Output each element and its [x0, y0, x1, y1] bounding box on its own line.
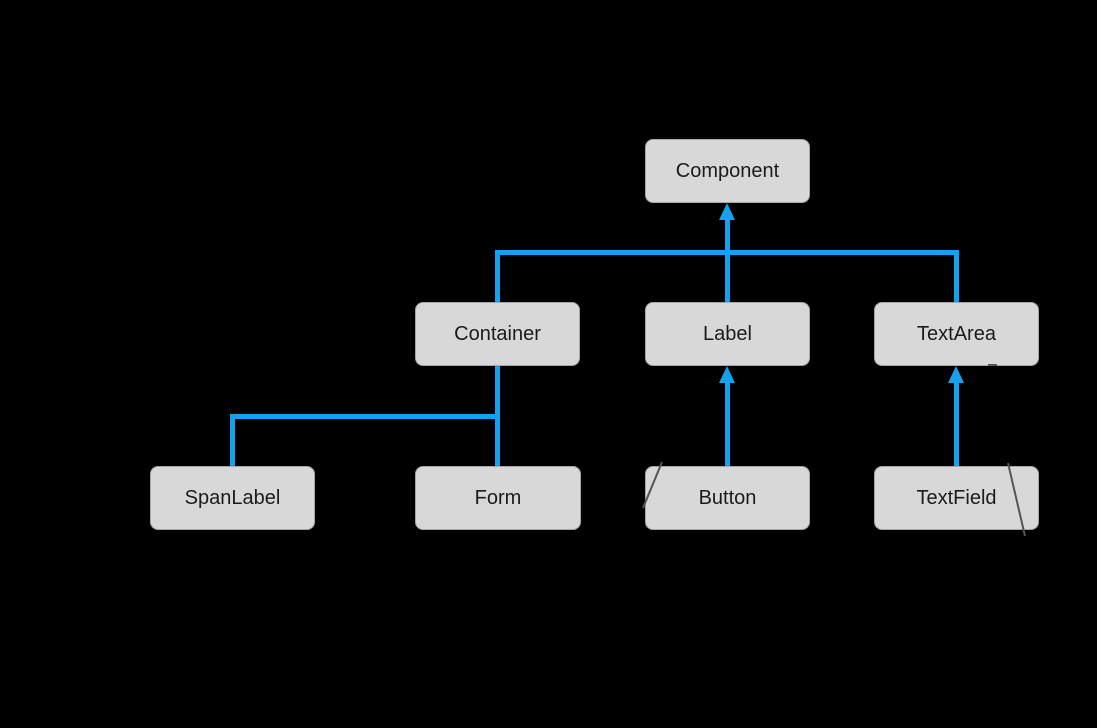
node-spanlabel: SpanLabel	[150, 466, 315, 530]
node-textarea: TextArea	[874, 302, 1039, 366]
arrowhead-textarea	[948, 366, 964, 383]
node-component: Component	[645, 139, 810, 203]
node-label: Label	[645, 302, 810, 366]
arrowhead-label	[719, 366, 735, 383]
edge-bus-container-children	[230, 414, 500, 419]
edge-bus-top	[495, 250, 959, 255]
arrowhead-component	[719, 203, 735, 220]
edge-drop-spanlabel	[230, 414, 235, 466]
node-button: Button	[645, 466, 810, 530]
node-container: Container	[415, 302, 580, 366]
node-form: Form	[415, 466, 581, 530]
edge-textfield-textarea	[954, 382, 959, 466]
node-textfield: TextField	[874, 466, 1039, 530]
edge-drop-container	[495, 250, 500, 302]
edge-button-label	[725, 382, 730, 466]
edge-stem-component	[725, 218, 730, 302]
edge-drop-textarea	[954, 250, 959, 302]
